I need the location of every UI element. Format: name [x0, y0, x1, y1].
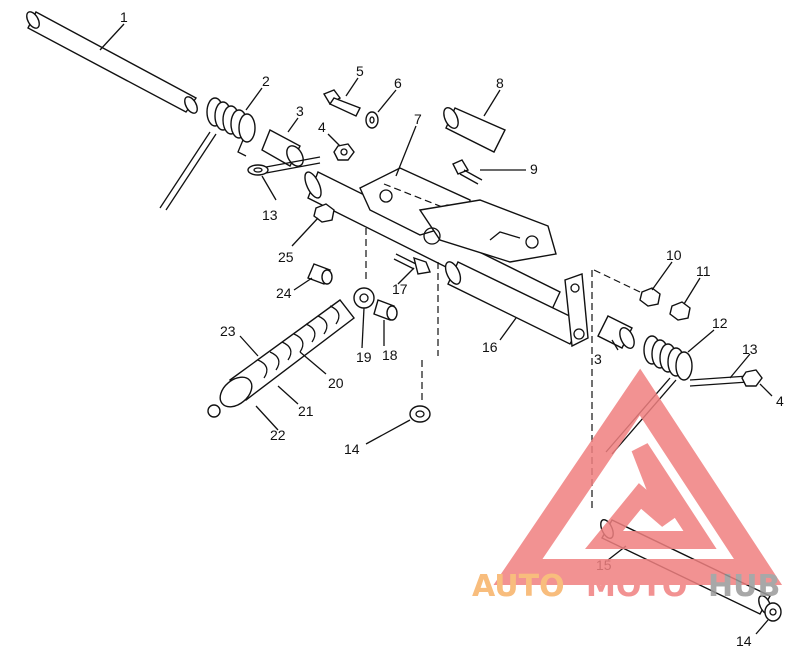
- callout-13-left: 13: [262, 207, 278, 223]
- watermark-auto: AUTO: [472, 569, 565, 604]
- watermark-triangle-inner: [585, 443, 717, 549]
- callout-24: 24: [276, 285, 292, 301]
- spacer-24: [307, 263, 333, 285]
- callout-16: 16: [482, 339, 498, 355]
- watermark-hub: HUB: [708, 569, 780, 604]
- washer-6: [365, 111, 379, 129]
- callout-14-center: 14: [344, 441, 360, 457]
- callout-13-right: 13: [742, 341, 758, 357]
- callout-10: 10: [666, 247, 682, 263]
- callout-11: 11: [696, 263, 711, 279]
- bolt-9: [452, 159, 483, 185]
- callout-9: 9: [530, 161, 538, 177]
- watermark-triangle-outer: [493, 368, 783, 585]
- adjuster-13-left: [247, 156, 321, 176]
- shaft-16: [444, 261, 583, 345]
- nut-4-top: [333, 143, 355, 161]
- callout-3-right: 3: [594, 351, 602, 367]
- callout-18: 18: [382, 347, 398, 363]
- leader-lines: [99, 23, 773, 635]
- bracket-main: [418, 199, 557, 263]
- callout-6: 6: [394, 75, 402, 91]
- callout-1: 1: [120, 9, 128, 25]
- callout-22: 22: [270, 427, 286, 443]
- adjuster-13-right: [689, 369, 763, 387]
- bolt-17: [393, 253, 431, 275]
- callout-21: 21: [298, 403, 314, 419]
- spacer-18: [373, 299, 398, 321]
- callout-25: 25: [278, 249, 294, 265]
- shaft-1: [26, 11, 198, 114]
- callout-19: 19: [356, 349, 372, 365]
- bushing-8: [443, 107, 506, 153]
- callout-4: 4: [318, 119, 326, 135]
- watermark-logo: AUTO MOTO HUB: [472, 368, 783, 604]
- callout-2: 2: [262, 73, 270, 89]
- callout-17: 17: [392, 281, 408, 297]
- nut-25: [313, 203, 335, 223]
- callout-7: 7: [414, 111, 422, 127]
- callout-23: 23: [220, 323, 236, 339]
- callout-4-right: 4: [776, 393, 784, 409]
- nut-10: [639, 287, 661, 307]
- callout-12: 12: [712, 315, 728, 331]
- shock-absorber: [207, 287, 375, 418]
- bolt-5: [322, 89, 361, 117]
- link-plate: [564, 273, 589, 348]
- callout-5: 5: [356, 63, 364, 79]
- callout-labels: 1 2 3 4 5 6 7 8 9 13 25 24 17 19 18 16 2…: [120, 9, 784, 649]
- nut-11: [669, 301, 691, 321]
- callout-14-bottom: 14: [736, 633, 752, 649]
- callout-3: 3: [296, 103, 304, 119]
- callout-20: 20: [328, 375, 344, 391]
- watermark-moto: MOTO: [586, 569, 687, 604]
- washer-14-center: [409, 405, 431, 423]
- washer-14-bottom: [764, 602, 782, 622]
- callout-8: 8: [496, 75, 504, 91]
- torsion-spring-left: [159, 97, 256, 211]
- bushing-3-right: [597, 315, 635, 349]
